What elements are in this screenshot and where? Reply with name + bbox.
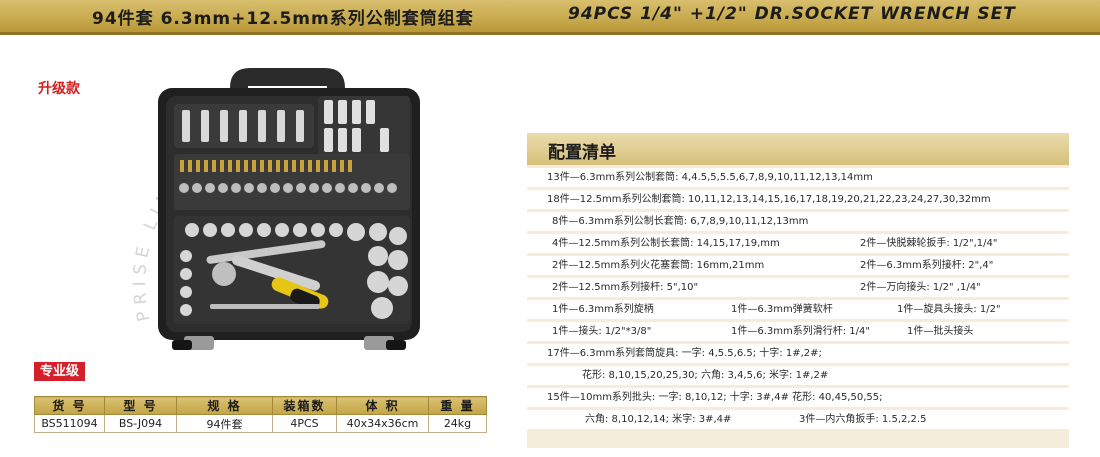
list-item: 13件—6.3mm系列公制套筒: 4,4.5,5,5.5,6,7,8,9,10,… — [527, 168, 1069, 187]
config-list-header: 配置清单 — [527, 133, 1069, 165]
header-weight: 重 量 — [428, 396, 487, 415]
list-item: 18件—12.5mm系列公制套筒: 10,11,12,13,14,15,16,1… — [527, 190, 1069, 209]
list-item: 2件—12.5mm系列接杆: 5",10" 2件—万向接头: 1/2" ,1/4… — [527, 278, 1069, 297]
list-item: 8件—6.3mm系列公制长套筒: 6,7,8,9,10,11,12,13mm — [527, 212, 1069, 231]
upgrade-label: 升级款 — [38, 81, 80, 97]
cell-weight: 24kg — [428, 414, 487, 433]
socket-set-case-image — [158, 68, 420, 350]
page-title-en: 94PCS 1/4" +1/2" DR.SOCKET WRENCH SET — [568, 4, 1016, 24]
table-row: BS511094 BS-J094 94件套 4PCS 40x34x36cm 24… — [34, 414, 487, 433]
list-item: 1件—6.3mm系列旋柄 1件—6.3mm弹簧软杆 1件—旋具头接头: 1/2" — [527, 300, 1069, 319]
cell-carton-qty: 4PCS — [272, 414, 337, 433]
list-item: 六角: 8,10,12,14; 米字: 3#,4# 3件—内六角扳手: 1.5,… — [527, 410, 1069, 429]
header-carton-qty: 装箱数 — [272, 396, 337, 415]
list-item: 4件—12.5mm系列公制长套筒: 14,15,17,19,mm 2件—快脱棘轮… — [527, 234, 1069, 253]
cell-volume: 40x34x36cm — [336, 414, 429, 433]
list-item: 17件—6.3mm系列套筒旋具: 一字: 4,5.5,6.5; 十字: 1#,2… — [527, 344, 1069, 363]
page-title-cn: 94件套 6.3mm+12.5mm系列公制套筒组套 — [92, 9, 474, 29]
header-volume: 体 积 — [336, 396, 429, 415]
cell-spec: 94件套 — [176, 414, 273, 433]
config-list-title: 配置清单 — [548, 143, 616, 163]
header-divider — [0, 32, 1100, 35]
list-item: 花形: 8,10,15,20,25,30; 六角: 3,4,5,6; 米字: 1… — [527, 366, 1069, 385]
list-item: 1件—接头: 1/2"*3/8" 1件—6.3mm系列滑行杆: 1/4" 1件—… — [527, 322, 1069, 341]
header-item-no: 货 号 — [34, 396, 105, 415]
spec-table: 货 号 型 号 规 格 装箱数 体 积 重 量 BS511094 BS-J094… — [34, 396, 487, 433]
list-item: 15件—10mm系列批头: 一字: 8,10,12; 十字: 3#,4# 花形:… — [527, 388, 1069, 407]
title-banner: 94件套 6.3mm+12.5mm系列公制套筒组套 94PCS 1/4" +1/… — [0, 0, 1100, 32]
spec-table-header: 货 号 型 号 规 格 装箱数 体 积 重 量 — [34, 396, 487, 415]
config-list-panel: 配置清单 13件—6.3mm系列公制套筒: 4,4.5,5,5.5,6,7,8,… — [527, 133, 1069, 448]
header-spec: 规 格 — [176, 396, 273, 415]
cell-model: BS-J094 — [104, 414, 177, 433]
list-item: 2件—12.5mm系列火花塞套筒: 16mm,21mm 2件—6.3mm系列接杆… — [527, 256, 1069, 275]
header-model: 型 号 — [104, 396, 177, 415]
pro-grade-badge: 专业级 — [34, 362, 86, 381]
cell-item-no: BS511094 — [34, 414, 105, 433]
